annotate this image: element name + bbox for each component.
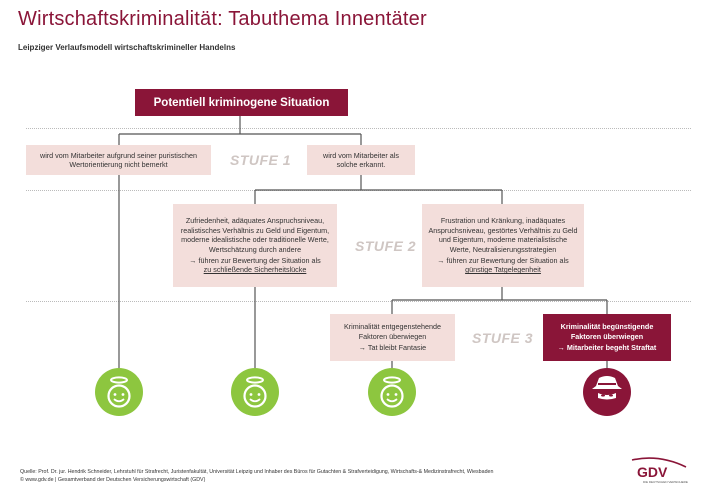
stage1-not-noticed-text: wird vom Mitarbeiter aufgrund seiner pur…	[40, 150, 197, 169]
stage2-negative-result-text: → führen zur Bewertung der Situation als	[437, 255, 569, 265]
stage3-deterrent-result: → Tat bleibt Fantasie	[358, 343, 427, 353]
stage-divider	[26, 128, 691, 129]
source-note: Quelle: Prof. Dr. jur. Hendrik Schneider…	[20, 468, 493, 484]
stage3-favorable-result: → Mitarbeiter begeht Straftat	[557, 343, 657, 353]
stufe1-label: STUFE 1	[230, 152, 292, 168]
copyright-line: © www.gdv.de | Gesamtverband der Deutsch…	[20, 477, 206, 483]
source-line: Quelle: Prof. Dr. jur. Hendrik Schneider…	[20, 469, 494, 475]
svg-text:DIE DEUTSCHEN VERSICHERER: DIE DEUTSCHEN VERSICHERER	[643, 480, 688, 484]
stage3-favorable-box: Kriminalität begünstigende Faktoren über…	[543, 314, 671, 361]
stage2-negative-result-highlight: günstige Tatgelegenheit	[465, 265, 541, 275]
stage1-recognized-text: wird vom Mitarbeiter als solche erkannt.	[323, 150, 399, 169]
stage2-negative-factors-text: Frustration und Kränkung, inadäquates An…	[428, 216, 578, 254]
stage3-deterrent-text: Kriminalität entgegenstehende Faktoren ü…	[343, 322, 442, 341]
gdv-logo: GDV DIE DEUTSCHEN VERSICHERER	[630, 457, 691, 485]
potentially-criminogenic-situation-box: Potentiell kriminogene Situation	[135, 89, 348, 116]
masked-criminal-icon	[583, 368, 631, 416]
stage-divider	[26, 301, 691, 302]
page-subtitle: Leipziger Verlaufsmodell wirtschaftskrim…	[18, 43, 236, 52]
stage2-positive-factors-box: Zufriedenheit, adäquates Anspruchsniveau…	[173, 204, 337, 287]
stage2-negative-factors-box: Frustration und Kränkung, inadäquates An…	[422, 204, 584, 287]
stage3-favorable-text: Kriminalität begünstigende Faktoren über…	[560, 322, 654, 341]
stage3-deterrent-box: Kriminalität entgegenstehende Faktoren ü…	[330, 314, 455, 361]
angel-face-icon	[368, 368, 416, 416]
gdv-logo-mark: GDV DIE DEUTSCHEN VERSICHERER	[631, 457, 691, 484]
page-title: Wirtschaftskriminalität: Tabuthema Innen…	[18, 8, 427, 30]
stage1-not-noticed-box: wird vom Mitarbeiter aufgrund seiner pur…	[26, 145, 211, 175]
stufe3-label: STUFE 3	[472, 330, 534, 346]
svg-text:GDV: GDV	[637, 464, 668, 480]
stufe2-label: STUFE 2	[355, 238, 417, 254]
stage2-positive-result-text: → führen zur Bewertung der Situation als	[189, 255, 321, 265]
stage2-positive-result-highlight: zu schließende Sicherheitslücke	[203, 265, 307, 275]
angel-face-icon	[231, 368, 279, 416]
stage1-recognized-box: wird vom Mitarbeiter als solche erkannt.	[307, 145, 415, 175]
stage2-positive-factors-text: Zufriedenheit, adäquates Anspruchsniveau…	[180, 216, 330, 254]
angel-face-icon	[95, 368, 143, 416]
